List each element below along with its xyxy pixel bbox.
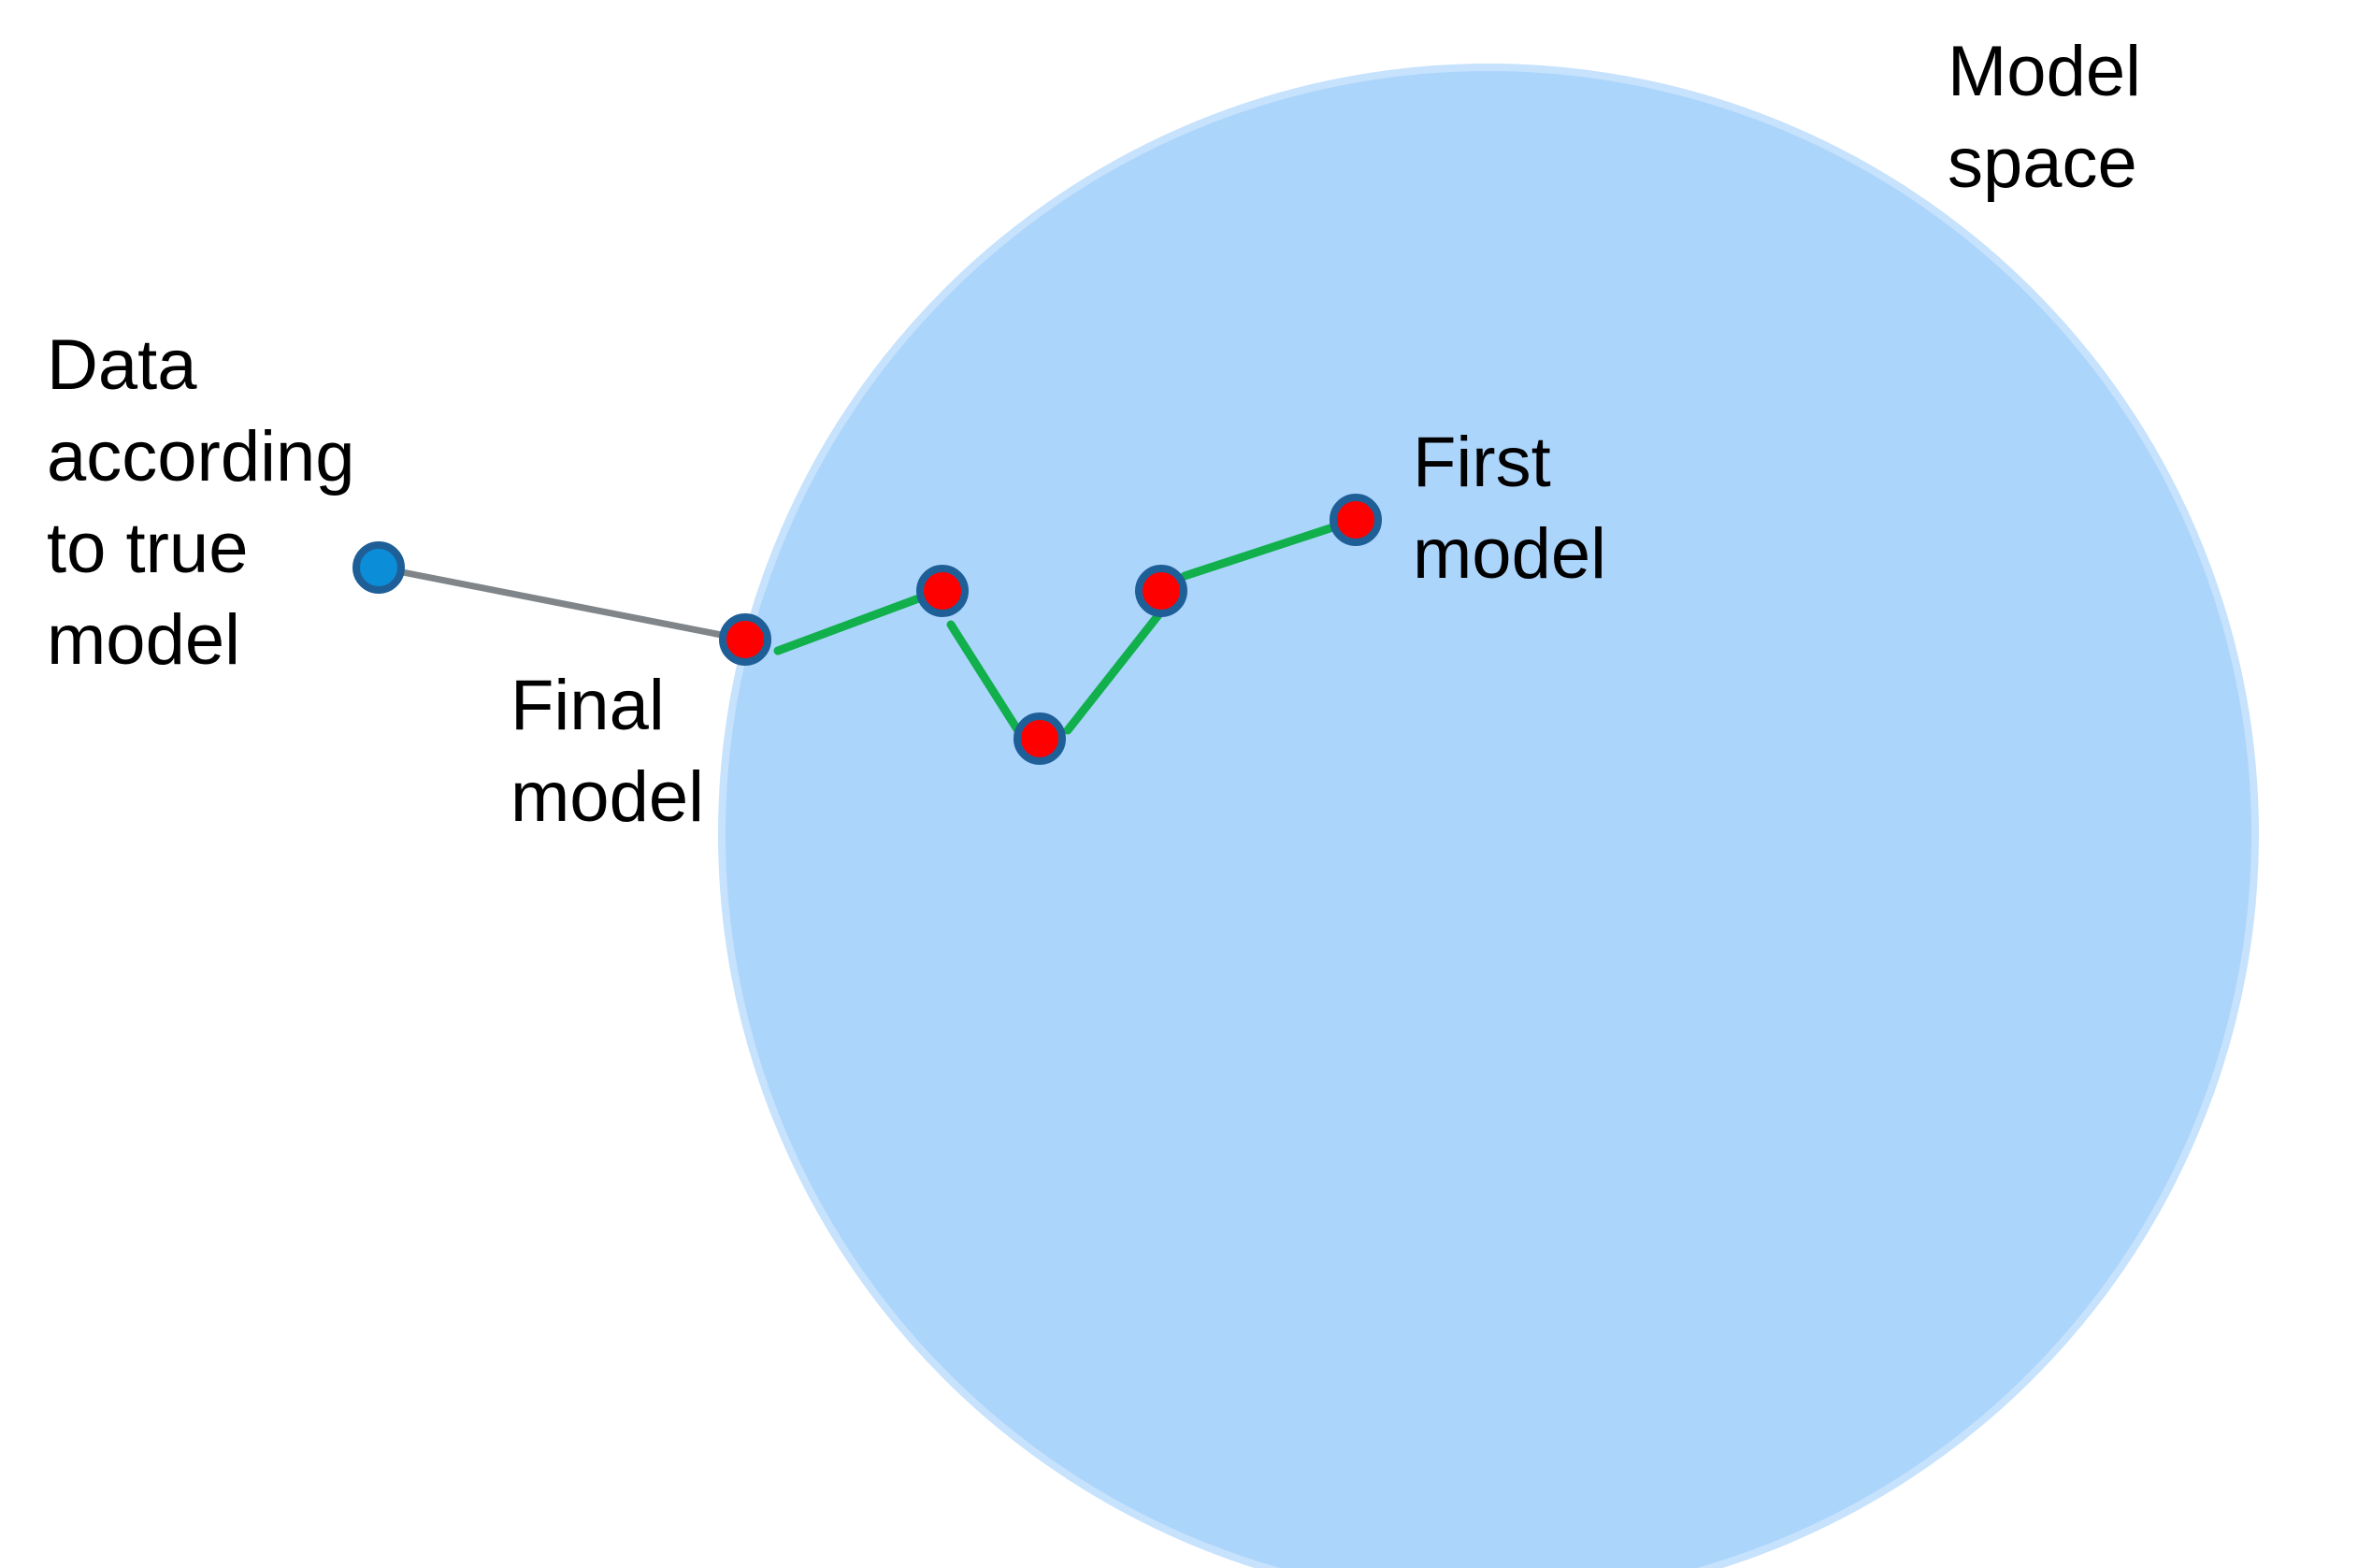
data-true-model-label: Data according to true model [47,325,355,680]
step-arrow-second-to-third [1063,607,1166,735]
step-arrow-fourth-to-final [773,592,928,655]
final-model-point [719,613,771,666]
step-arrow-first-to-second [1180,515,1360,581]
final-model-label: Final model [510,666,704,837]
data-to-final-model-line [375,564,749,643]
intermediate-model-point [916,565,969,617]
intermediate-model-point [1135,565,1187,617]
first-model-label: First model [1413,423,1606,594]
data-point [352,541,405,594]
model-space-label: Model space [1948,32,2141,203]
model-space-region [718,64,2259,1568]
step-arrow-third-to-fourth [946,620,1022,734]
first-model-point [1330,494,1382,546]
intermediate-model-point [1013,712,1066,765]
